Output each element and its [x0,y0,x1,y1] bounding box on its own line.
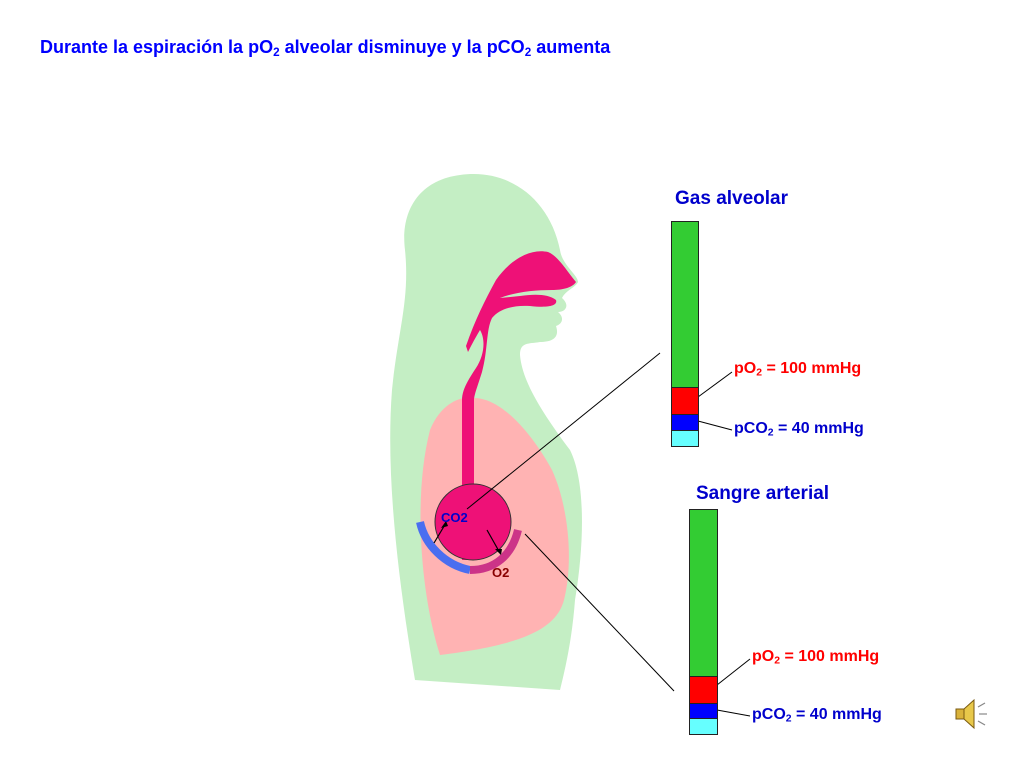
speaker-icon[interactable] [952,697,988,731]
o2-arrowhead [495,549,502,555]
leader-arterial-pco2 [716,709,751,717]
alveolar-bar [671,221,699,447]
capillary-arc-red [469,528,522,574]
alveolar-bar-green [672,222,698,387]
arterial-po2-label: pO2 = 100 mmHg [752,648,880,667]
arterial-bar-green [690,510,717,676]
alveolar-pco2-label: pCO2 = 40 mmHg [734,420,864,439]
alveolar-bar-cyan [672,430,698,446]
capillary-arc-blue [416,520,471,574]
arterial-pco2-label: pCO2 = 40 mmHg [752,706,882,725]
co2-arrowhead [441,521,448,528]
connector-line-alveolar [466,352,661,510]
connector-line-arterial [524,533,675,692]
o2-label: O2 [492,565,510,580]
slide-title: Durante la espiración la pO2 alveolar di… [40,37,611,59]
alveolar-heading: Gas alveolar [675,188,789,209]
arterial-bar-blue [690,703,717,718]
co2-label: CO2 [441,510,468,525]
arterial-bar-cyan [690,718,717,734]
alveolar-bar-blue [672,414,698,430]
arterial-heading: Sangre arterial [696,483,830,504]
leader-alveolar-po2 [697,371,733,398]
alveolus [434,483,512,561]
leader-arterial-po2 [716,658,751,686]
alveolar-bar-red [672,387,698,414]
arterial-bar-red [690,676,717,703]
leader-alveolar-pco2 [697,420,733,431]
arterial-bar [689,509,718,735]
alveolar-po2-label: pO2 = 100 mmHg [734,360,862,379]
